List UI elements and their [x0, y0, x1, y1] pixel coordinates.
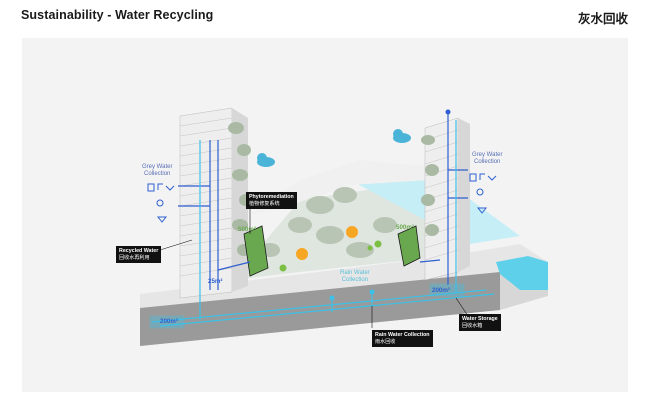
sun-icon	[296, 248, 308, 260]
right-tower-greenery	[421, 135, 439, 236]
phyto-en: Phytoremediation	[249, 194, 294, 200]
area-200-right: 200m³	[432, 287, 450, 294]
terrace-back	[250, 160, 460, 215]
water-storage-label: Water Storage 回收水箱	[459, 314, 501, 332]
water-basin	[496, 256, 548, 290]
plant-icon	[374, 240, 382, 248]
area-500-right: 500m²	[396, 224, 414, 231]
grey-water-pipes	[178, 112, 468, 290]
cloud-icon	[257, 153, 275, 167]
area-200-left: 200m³	[160, 318, 178, 325]
left-tower-floors	[179, 117, 233, 277]
phyto-cn: 植物修复系统	[249, 200, 280, 207]
rain-en: Rain Water Collection	[375, 332, 430, 338]
tap-icon	[469, 173, 497, 214]
page-title-cn: 灰水回收	[577, 12, 628, 26]
ground-front	[140, 272, 500, 346]
phyto-panel-right	[397, 225, 421, 267]
right-tower-side	[458, 118, 470, 272]
rain-water-mid-label: Rain Water Collection	[340, 270, 370, 283]
tap-icon	[147, 183, 175, 223]
recycled-water-label: Recycled Water 回收水再利用	[116, 246, 162, 264]
water-tank-left	[149, 315, 185, 329]
area-25: 25m²	[208, 278, 223, 285]
grey-water-right-label: Grey Water Collection	[472, 152, 503, 165]
recycled-water-cn: 回收水再利用	[119, 254, 150, 261]
recycled-water-en: Recycled Water	[119, 248, 159, 254]
pipe-node	[369, 289, 375, 295]
leader-lines	[159, 205, 469, 328]
pipe-node	[445, 109, 451, 115]
plant-icon	[367, 245, 373, 251]
storage-cn: 回收水箱	[462, 322, 483, 329]
pipe-node	[329, 295, 335, 301]
phytoremediation-label: Phytoremediation 植物修复系统	[246, 192, 297, 210]
rain-water-label: Rain Water Collection 雨水回收	[372, 330, 433, 348]
rain-cn: 雨水回收	[375, 338, 396, 345]
area-500-left: 500m²	[238, 226, 256, 233]
cloud-icon	[393, 129, 411, 143]
storage-en: Water Storage	[462, 316, 498, 322]
sun-icon	[346, 226, 358, 238]
grey-water-left-label: Grey Water Collection	[142, 164, 173, 177]
plant-icon	[279, 264, 287, 272]
page-title: Sustainability - Water Recycling	[21, 8, 214, 22]
left-tower-front	[179, 107, 233, 299]
recycled-water-pipes	[151, 120, 495, 327]
water-tank-right	[429, 283, 465, 297]
